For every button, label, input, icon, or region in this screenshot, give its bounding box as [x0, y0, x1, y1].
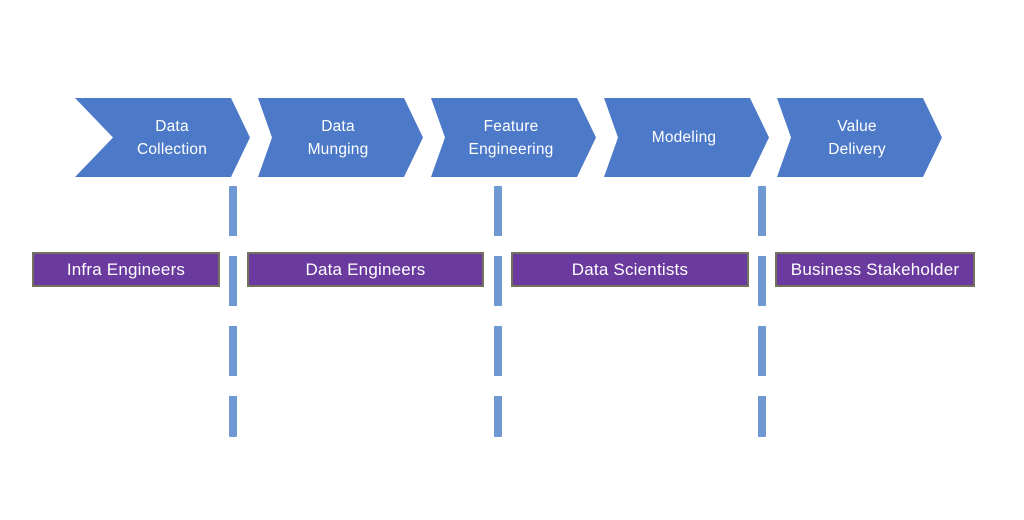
stage-chevron-data-collection: Data Collection: [75, 98, 250, 177]
lane-divider-1: [229, 186, 237, 437]
stage-chevron-value-delivery: Value Delivery: [777, 98, 942, 177]
role-box-business-stakeholder: Business Stakeholder: [775, 252, 975, 287]
stage-chevron-feature-engineering: Feature Engineering: [431, 98, 596, 177]
stage-label-value-delivery: Value Delivery: [828, 117, 886, 158]
stage-chevron-modeling: Modeling: [604, 98, 769, 177]
lane-divider-3: [758, 186, 766, 437]
stage-label-data-munging: Data Munging: [307, 117, 369, 158]
role-box-infra-engineers: Infra Engineers: [32, 252, 220, 287]
stage-label-data-collection: Data Collection: [136, 117, 208, 158]
stage-chevron-data-munging: Data Munging: [258, 98, 423, 177]
stage-label-feature-engineering: Feature Engineering: [468, 117, 554, 158]
stage-label-modeling: Modeling: [651, 129, 717, 146]
role-label-data-engineers: Data Engineers: [305, 260, 426, 279]
role-box-data-engineers: Data Engineers: [247, 252, 484, 287]
role-box-data-scientists: Data Scientists: [511, 252, 749, 287]
role-label-data-scientists: Data Scientists: [571, 260, 689, 279]
role-label-infra-engineers: Infra Engineers: [66, 260, 186, 279]
role-label-business-stakeholder: Business Stakeholder: [790, 260, 960, 279]
lane-divider-2: [494, 186, 502, 437]
